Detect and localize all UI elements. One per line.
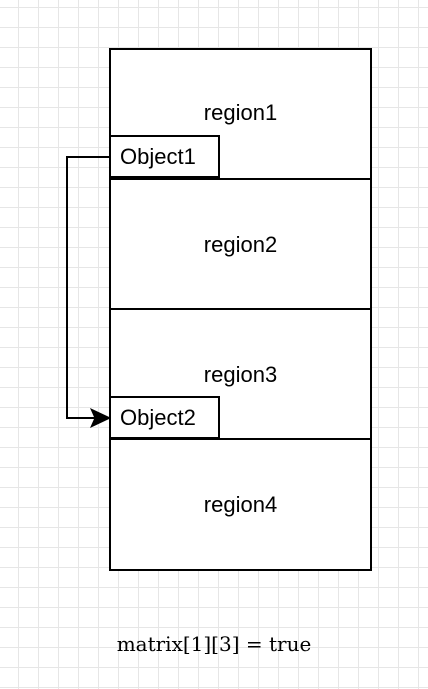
region-label-2: region2 — [203, 232, 278, 257]
arrowhead-icon — [89, 407, 112, 429]
region-label-1: region1 — [203, 100, 278, 125]
region-box-4: region4 — [109, 438, 372, 571]
connector-line — [66, 156, 110, 419]
caption-text: matrix[1][3] = true — [116, 632, 312, 656]
object1-box: Object1 — [109, 135, 220, 178]
region-label-4: region4 — [203, 492, 278, 517]
region-label-3: region3 — [203, 362, 278, 387]
